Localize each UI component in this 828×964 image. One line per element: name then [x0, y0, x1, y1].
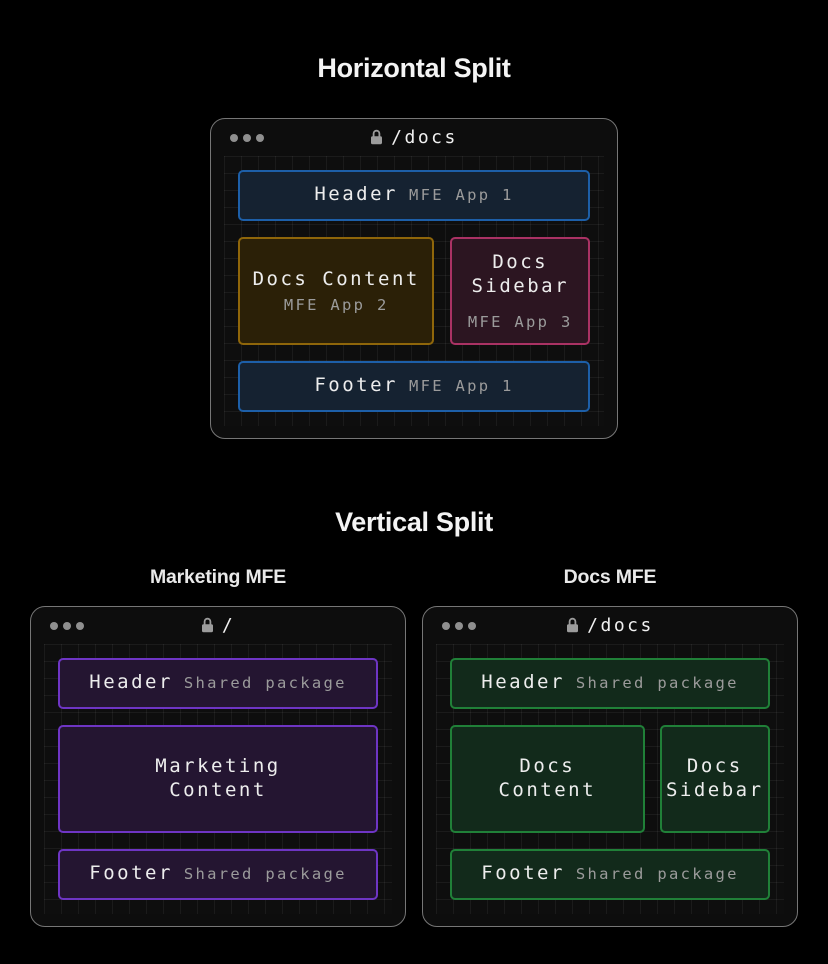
url-text: /docs: [587, 615, 654, 636]
docs-mfe-subtitle: Docs MFE: [563, 566, 657, 588]
docs-content-box: Docs Content: [450, 725, 645, 833]
window-dot: [50, 621, 58, 630]
window-dot: [256, 133, 264, 142]
box-label: Footer: [314, 374, 398, 396]
horizontal-split-title: Horizontal Split: [317, 53, 511, 83]
box-sublabel: Shared package: [575, 865, 739, 883]
marketing-mfe-subtitle: Marketing MFE: [149, 566, 287, 588]
traffic-light-dots: [442, 621, 476, 630]
box-label: Docs Sidebar: [665, 755, 764, 801]
box-sublabel: MFE App 3: [467, 312, 573, 331]
box-label: Docs Content: [498, 755, 597, 801]
box-sublabel: Shared package: [183, 865, 347, 883]
traffic-light-dots: [50, 621, 84, 630]
box-sublabel: MFE App 1: [408, 377, 514, 395]
box-label: Header: [481, 671, 565, 693]
box-label: Footer: [481, 862, 565, 884]
footer-box: Footer Shared package: [58, 849, 378, 900]
middle-row: Docs Content MFE App 2 Docs Sidebar MFE …: [238, 237, 590, 345]
traffic-light-dots: [230, 133, 264, 142]
address-bar: /: [31, 607, 405, 644]
footer-box: Footer MFE App 1: [238, 361, 590, 412]
vertical-split-row: Marketing MFE: [0, 566, 828, 927]
marketing-content-box: Marketing Content: [58, 725, 378, 833]
window-dot: [230, 133, 238, 142]
window-dot: [442, 621, 450, 630]
box-sublabel: MFE App 1: [408, 186, 514, 204]
window-dot: [468, 621, 476, 630]
marketing-mfe-column: Marketing MFE: [30, 566, 406, 927]
window-dot: [243, 133, 251, 142]
url-text: /docs: [391, 127, 458, 148]
header-box: Header MFE App 1: [238, 170, 590, 221]
address-bar: /docs: [211, 119, 617, 156]
address-bar: /docs: [423, 607, 797, 644]
window-dot: [63, 621, 71, 630]
box-label: Marketing Content: [155, 755, 281, 801]
window-dot: [76, 621, 84, 630]
footer-box: Footer Shared package: [450, 849, 770, 900]
lock-icon: [201, 617, 214, 633]
header-box: Header Shared package: [58, 658, 378, 709]
header-box: Header Shared package: [450, 658, 770, 709]
middle-row: Docs Content Docs Sidebar: [450, 725, 770, 833]
box-sublabel: MFE App 2: [283, 295, 389, 314]
box-label: Docs Content: [252, 268, 420, 291]
box-sublabel: Shared package: [183, 674, 347, 692]
box-label: Docs Sidebar: [471, 251, 570, 297]
window-titlebar: /: [31, 607, 405, 644]
docs-sidebar-box: Docs Sidebar: [659, 725, 770, 833]
box-sublabel: Shared package: [575, 674, 739, 692]
window-dot: [455, 621, 463, 630]
box-label: Header: [89, 671, 173, 693]
docs-sidebar-box: Docs Sidebar MFE App 3: [450, 237, 590, 345]
docs-mfe-column: Docs MFE /: [422, 566, 798, 927]
window-titlebar: /docs: [211, 119, 617, 156]
lock-icon: [566, 617, 579, 633]
lock-icon: [370, 129, 383, 145]
docs-content-box: Docs Content MFE App 2: [238, 237, 435, 345]
box-label: Footer: [89, 862, 173, 884]
url-text: /: [221, 615, 236, 636]
window-titlebar: /docs: [423, 607, 797, 644]
box-label: Header: [314, 183, 398, 205]
vertical-split-title: Vertical Split: [335, 507, 493, 537]
